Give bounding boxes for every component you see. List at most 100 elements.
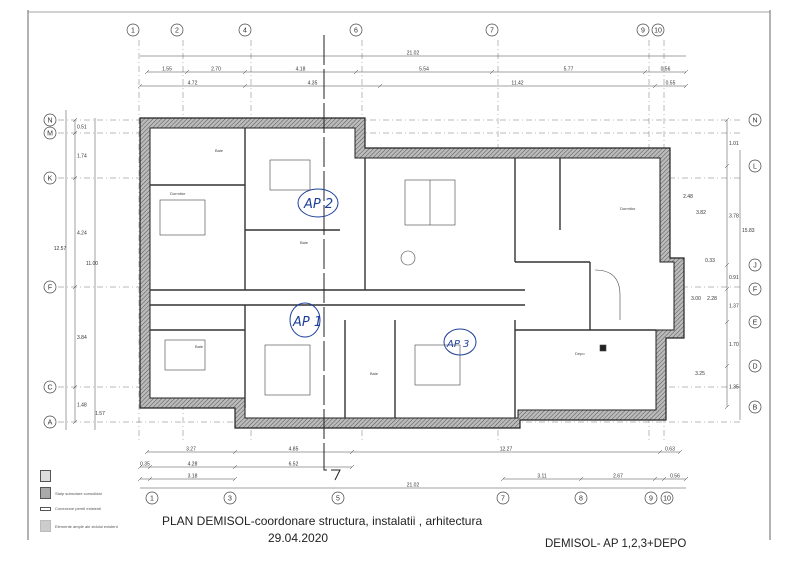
dimension-value: 1.48 [77, 403, 87, 409]
legend-swatch [40, 487, 51, 499]
dimension-value: 0.56 [670, 474, 680, 480]
legend-swatch [40, 470, 51, 482]
dimension-value: 3.84 [77, 335, 87, 341]
dimension-value: 21.02 [407, 483, 420, 489]
grid-bubble-F: F [43, 280, 57, 294]
grid-bubble-D: D [748, 359, 762, 373]
dimension-value: 2.70 [211, 67, 221, 73]
grid-bubble-8: 8 [574, 491, 588, 505]
dimension-value: 4.24 [77, 231, 87, 237]
dimension-value: 3.11 [537, 474, 547, 480]
grid-bubble-B: B [748, 400, 762, 414]
dimension-value: 11.00 [86, 261, 98, 267]
grid-bubble-F: F [748, 282, 762, 296]
grid-bubble-3: 3 [223, 491, 237, 505]
grid-label: 9 [649, 496, 653, 503]
legend-item-1: Stalp subsolare consolidat [40, 487, 102, 499]
dimension-value: 3.78 [729, 214, 739, 220]
dimension-value: 11.42 [511, 81, 523, 87]
grid-label: 10 [663, 496, 671, 503]
ap1-label: AP 1 [292, 315, 322, 330]
grid-label: B [753, 405, 758, 412]
interior-walls [150, 128, 656, 418]
dimension-value: 1.74 [77, 154, 87, 160]
grid-bubble-J: J [748, 258, 762, 272]
grid-label: M [47, 131, 53, 138]
dimension-value: 2.28 [707, 296, 717, 302]
grid-bubble-A: A [43, 415, 57, 429]
grid-label: 1 [131, 28, 135, 35]
grid-label: E [753, 320, 758, 327]
grid-label: 1 [150, 496, 154, 503]
dimension-value: 15.83 [742, 228, 755, 234]
grid-label: N [752, 118, 757, 125]
dimension-value: 0.56 [661, 67, 671, 73]
dimension-value: 1.37 [729, 304, 739, 310]
grid-bubble-C: C [43, 380, 57, 394]
grid-bubble-M: M [43, 126, 57, 140]
dimension-value: 21.02 [407, 51, 420, 57]
grid-bubble-10: 10 [651, 23, 665, 37]
dimension-value: 3.82 [696, 210, 706, 216]
grid-label: 6 [354, 28, 358, 35]
dimension-value: 1.35 [729, 385, 739, 391]
legend-label: Elemente ample ale zidului existent [55, 523, 118, 529]
dimension-value: 1.55 [162, 67, 172, 73]
dimension-value: 6.52 [289, 462, 299, 468]
grid-label: 4 [243, 28, 247, 35]
grid-label: 5 [336, 496, 340, 503]
dimension-value: 3.27 [186, 447, 196, 453]
legend-item-3: Elemente ample ale zidului existent [40, 520, 118, 532]
grid-label: J [753, 263, 757, 270]
room-label: Dormitor [170, 191, 186, 196]
grid-label: 7 [490, 28, 494, 35]
grid-bubble-7: 7 [485, 23, 499, 37]
dimension-value: 0.51 [77, 125, 87, 131]
dimension-value: 4.18 [296, 67, 306, 73]
grid-label: 8 [579, 496, 583, 503]
grid-bubble-1: 1 [145, 491, 159, 505]
ap1-circle [289, 302, 321, 338]
grid-bubble-L: L [748, 159, 762, 173]
grid-bubble-7: 7 [496, 491, 510, 505]
dimension-value: 1.01 [729, 141, 739, 147]
dimension-value: 5.54 [419, 67, 429, 73]
dimension-value: 2.67 [613, 474, 623, 480]
legend-label: Conexiune pereti existenti [55, 506, 102, 511]
grid-bubble-1: 1 [126, 23, 140, 37]
dimension-value: 1.57 [95, 411, 105, 417]
grid-bubble-K: K [43, 171, 57, 185]
dimension-value: 12.57 [54, 246, 67, 252]
dimension-value: 0.63 [665, 447, 675, 453]
grid-bubble-9: 9 [636, 23, 650, 37]
building-walls [139, 117, 685, 429]
dimension-value: 3.25 [695, 371, 705, 377]
legend-item-0 [40, 470, 55, 482]
grid-label: C [47, 385, 52, 392]
dimension-value: 4.85 [289, 447, 299, 453]
grid-bubble-9: 9 [644, 491, 658, 505]
grid-label: 3 [228, 496, 232, 503]
dimension-value: 3.18 [188, 474, 198, 480]
grid-label: F [48, 285, 52, 292]
apartment-annotations: AP 2 AP 1 AP 3 [289, 188, 477, 356]
ap3-label: AP 3 [446, 339, 469, 350]
ap2-label: AP 2 [303, 197, 333, 212]
dimension-value: 5.77 [564, 67, 574, 73]
room-label: Baie [370, 371, 379, 376]
grid-bubble-6: 6 [349, 23, 363, 37]
dimension-value: 4.28 [188, 462, 198, 468]
dimension-lines [65, 55, 741, 489]
grid-bubble-2: 2 [170, 23, 184, 37]
grid-label: D [752, 364, 757, 371]
dimension-value: 12.27 [500, 447, 513, 453]
section-line [323, 35, 341, 481]
room-label: Baie [195, 344, 204, 349]
room-label: Depo [575, 351, 585, 356]
dimension-value: 2.48 [683, 194, 693, 200]
legend-swatch [40, 520, 51, 532]
grid-label: 2 [175, 28, 179, 35]
grid-label: 7 [501, 496, 505, 503]
